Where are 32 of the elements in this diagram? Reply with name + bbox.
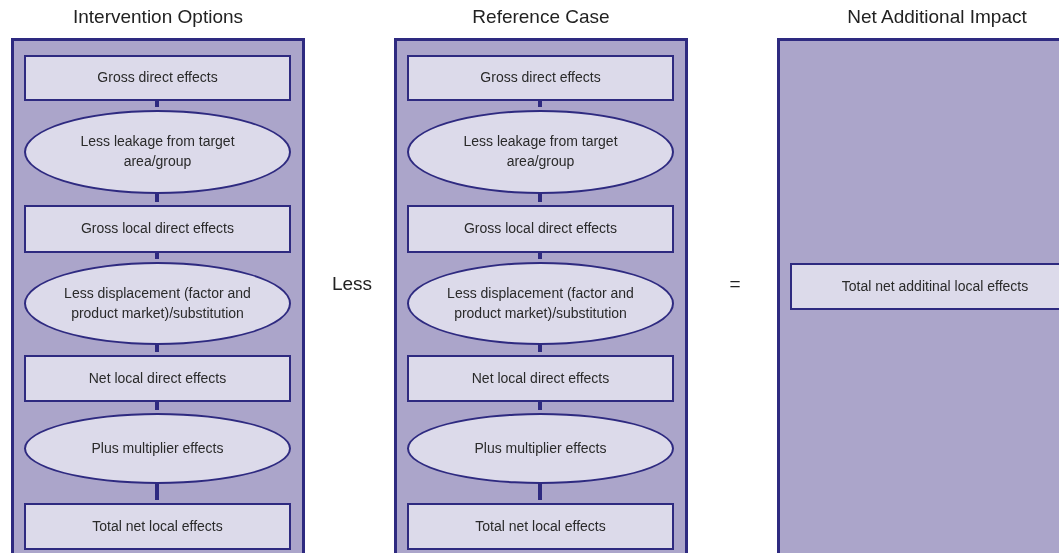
connector-line [538,191,542,202]
process-box: Total net additinal local effects [790,263,1059,310]
connector-line [538,481,542,500]
process-ellipse: Less displacement (factor and product market)/substitution [407,262,674,345]
connector-line [155,250,159,259]
connector-line [155,98,159,107]
operator-label: Less [331,273,373,295]
panel-heading: Net Additional Impact [846,6,1028,28]
process-ellipse: Less displacement (factor and product market)/substitution [24,262,291,345]
process-box: Gross local direct effects [24,205,291,253]
process-box: Total net local effects [407,503,674,550]
connector-line [155,191,159,202]
process-box: Net local direct effects [24,355,291,402]
panel-heading: Reference Case [471,6,611,28]
process-box: Total net local effects [24,503,291,550]
process-ellipse: Less leakage from target area/group [407,110,674,194]
process-ellipse: Less leakage from target area/group [24,110,291,194]
connector-line [538,98,542,107]
connector-line [538,250,542,259]
connector-line [538,399,542,410]
process-box: Net local direct effects [407,355,674,402]
connector-line [155,342,159,352]
connector-line [538,342,542,352]
connector-line [155,481,159,500]
process-box: Gross direct effects [24,55,291,101]
process-box: Gross direct effects [407,55,674,101]
process-box: Gross local direct effects [407,205,674,253]
process-ellipse: Plus multiplier effects [24,413,291,484]
operator-label: = [729,273,741,295]
panel-heading: Intervention Options [71,6,244,28]
connector-line [155,399,159,410]
process-ellipse: Plus multiplier effects [407,413,674,484]
